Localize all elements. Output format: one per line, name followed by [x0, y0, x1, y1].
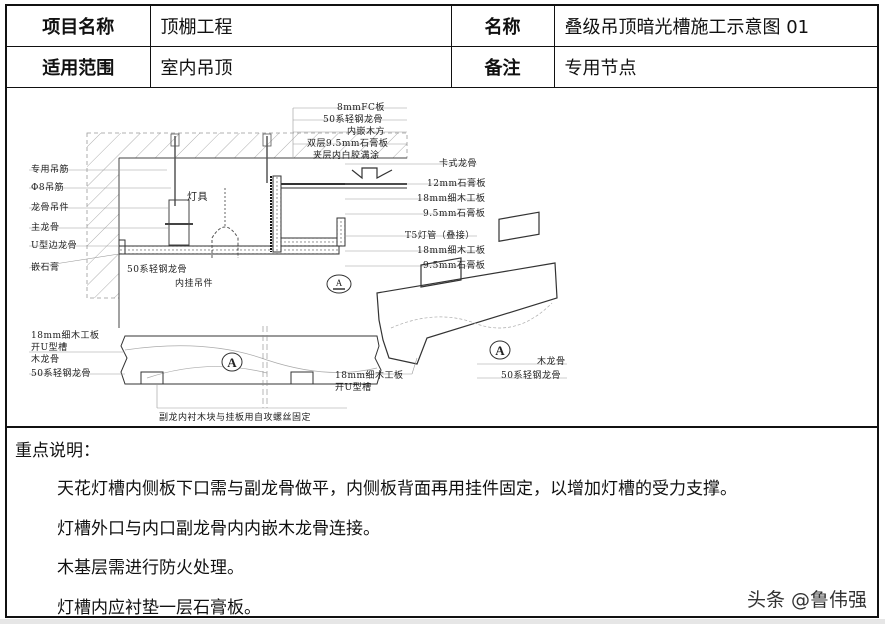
info-row-scope: 适用范围 室内吊顶 备注 专用节点 [7, 46, 877, 88]
note-item-1: 天花灯槽内侧板下口需与副龙骨做平，内侧板背面再用挂件固定，以增加灯槽的受力支撑。 [57, 479, 737, 499]
label-steel-keel-top: 50系轻钢龙骨 [323, 115, 383, 125]
label-gypsum-embed: 嵌石膏 [31, 263, 60, 273]
notes-title: 重点说明： [15, 441, 100, 461]
note-item-3: 木基层需进行防火处理。 [57, 558, 244, 578]
construction-drawing: A A [7, 88, 877, 428]
info-table: 项目名称 顶棚工程 名称 叠级吊顶暗光槽施工示意图 01 适用范围 室内吊顶 备… [7, 6, 877, 88]
drawing-name-label: 名称 [450, 6, 555, 47]
label-glue-layer: 夹层内白胶满涂 [313, 151, 380, 161]
label-detail-u-groove: 开U型槽 [31, 343, 68, 353]
label-steel-keel-bottom: 50系轻钢龙骨 [127, 265, 187, 275]
label-embedded-wood: 内嵌木方 [347, 127, 386, 137]
label-t5-tube: T5灯管（叠接） [405, 231, 475, 241]
remark-value: 专用节点 [553, 46, 877, 88]
label-mid-u-groove: 开U型槽 [335, 383, 372, 393]
label-3d-wood-keel: 木龙骨 [537, 357, 566, 367]
label-detail-wood-keel: 木龙骨 [31, 355, 60, 365]
label-detail-plywood: 18mm细木工板 [31, 331, 100, 341]
svg-text:A: A [227, 355, 237, 370]
label-detail-steel-keel: 50系轻钢龙骨 [31, 369, 91, 379]
drawing-name-value: 叠级吊顶暗光槽施工示意图 01 [553, 6, 877, 47]
section-drawing-svg: A A [28, 107, 567, 409]
label-9-5mm-gypsum-2: 9.5mm石膏板 [423, 261, 486, 271]
key-notes-section: 重点说明： 天花灯槽内侧板下口需与副龙骨做平，内侧板背面再用挂件固定，以增加灯槽… [7, 428, 877, 618]
svg-text:A: A [495, 343, 505, 358]
label-fc-board: 8mmFC板 [337, 103, 385, 113]
label-lamp: 灯具 [187, 192, 208, 203]
bottom-strip [0, 619, 885, 624]
label-double-gypsum: 双层9.5mm石膏板 [307, 139, 389, 149]
remark-label: 备注 [450, 46, 555, 88]
watermark: 头条 @鲁伟强 [746, 589, 867, 611]
note-item-4: 灯槽内应衬垫一层石膏板。 [57, 598, 261, 618]
label-screw-fix-note: 副龙内衬木块与挂板用自攻螺丝固定 [159, 413, 312, 423]
label-3d-steel-keel: 50系轻钢龙骨 [501, 371, 561, 381]
label-card-keel: 卡式龙骨 [439, 159, 478, 169]
label-phi8-rod: Φ8吊筋 [31, 183, 65, 193]
info-row-project: 项目名称 顶棚工程 名称 叠级吊顶暗光槽施工示意图 01 [7, 6, 877, 47]
label-18mm-plywood-2: 18mm细木工板 [417, 246, 486, 256]
scope-value: 室内吊顶 [149, 46, 452, 88]
scope-label: 适用范围 [7, 46, 151, 88]
document-sheet: 项目名称 顶棚工程 名称 叠级吊顶暗光槽施工示意图 01 适用范围 室内吊顶 备… [5, 4, 879, 618]
label-keel-hanger: 龙骨吊件 [31, 203, 70, 213]
label-inner-hanger: 内挂吊件 [175, 279, 214, 289]
project-name-value: 顶棚工程 [149, 6, 452, 47]
note-item-2: 灯槽外口与内口副龙骨内内嵌木龙骨连接。 [57, 519, 380, 539]
label-mid-plywood: 18mm细木工板 [335, 371, 404, 381]
label-main-keel: 主龙骨 [31, 223, 60, 233]
label-u-edge-keel: U型边龙骨 [31, 241, 78, 251]
label-special-rod: 专用吊筋 [31, 165, 70, 175]
label-9-5mm-gypsum-1: 9.5mm石膏板 [423, 209, 486, 219]
svg-text:A: A [336, 278, 343, 288]
label-18mm-plywood-1: 18mm细木工板 [417, 194, 486, 204]
project-name-label: 项目名称 [7, 6, 151, 47]
label-12mm-gypsum: 12mm石膏板 [427, 179, 487, 189]
